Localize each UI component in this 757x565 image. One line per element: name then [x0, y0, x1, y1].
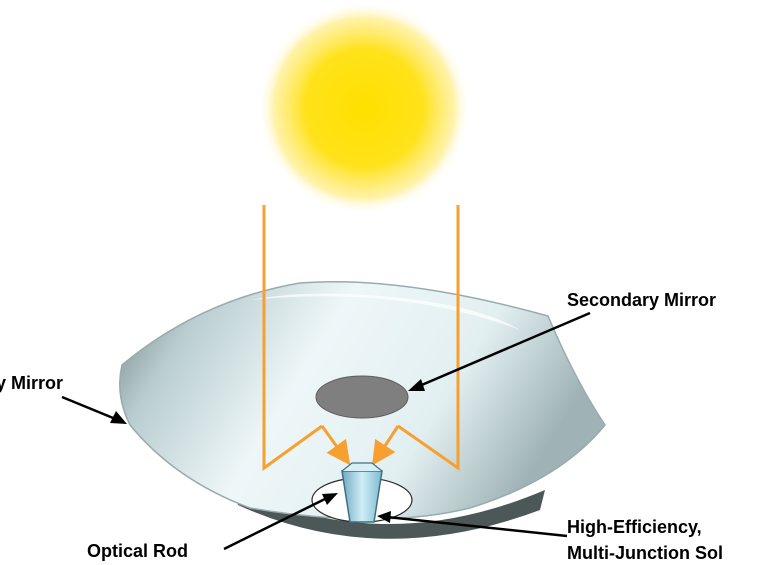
arrow-solar-cell — [377, 511, 568, 538]
optical-rod-label: Optical Rod — [87, 541, 189, 561]
solar-cell-label-line2: Multi-Junction Sol — [567, 543, 723, 563]
arrow-optical-rod — [223, 493, 338, 551]
solar-cell-label-line1: High-Efficiency, — [567, 517, 702, 537]
arrow-primary-mirror — [61, 395, 127, 424]
arrow-secondary-mirror — [408, 311, 591, 391]
optical-rod — [341, 462, 383, 523]
annotation-arrows — [61, 311, 591, 551]
secondary-mirror — [315, 375, 409, 419]
primary-mirror-label: y Mirror — [0, 373, 64, 393]
light-rays — [262, 205, 460, 471]
secondary-mirror-label: Secondary Mirror — [567, 290, 717, 310]
sun — [258, 2, 470, 214]
